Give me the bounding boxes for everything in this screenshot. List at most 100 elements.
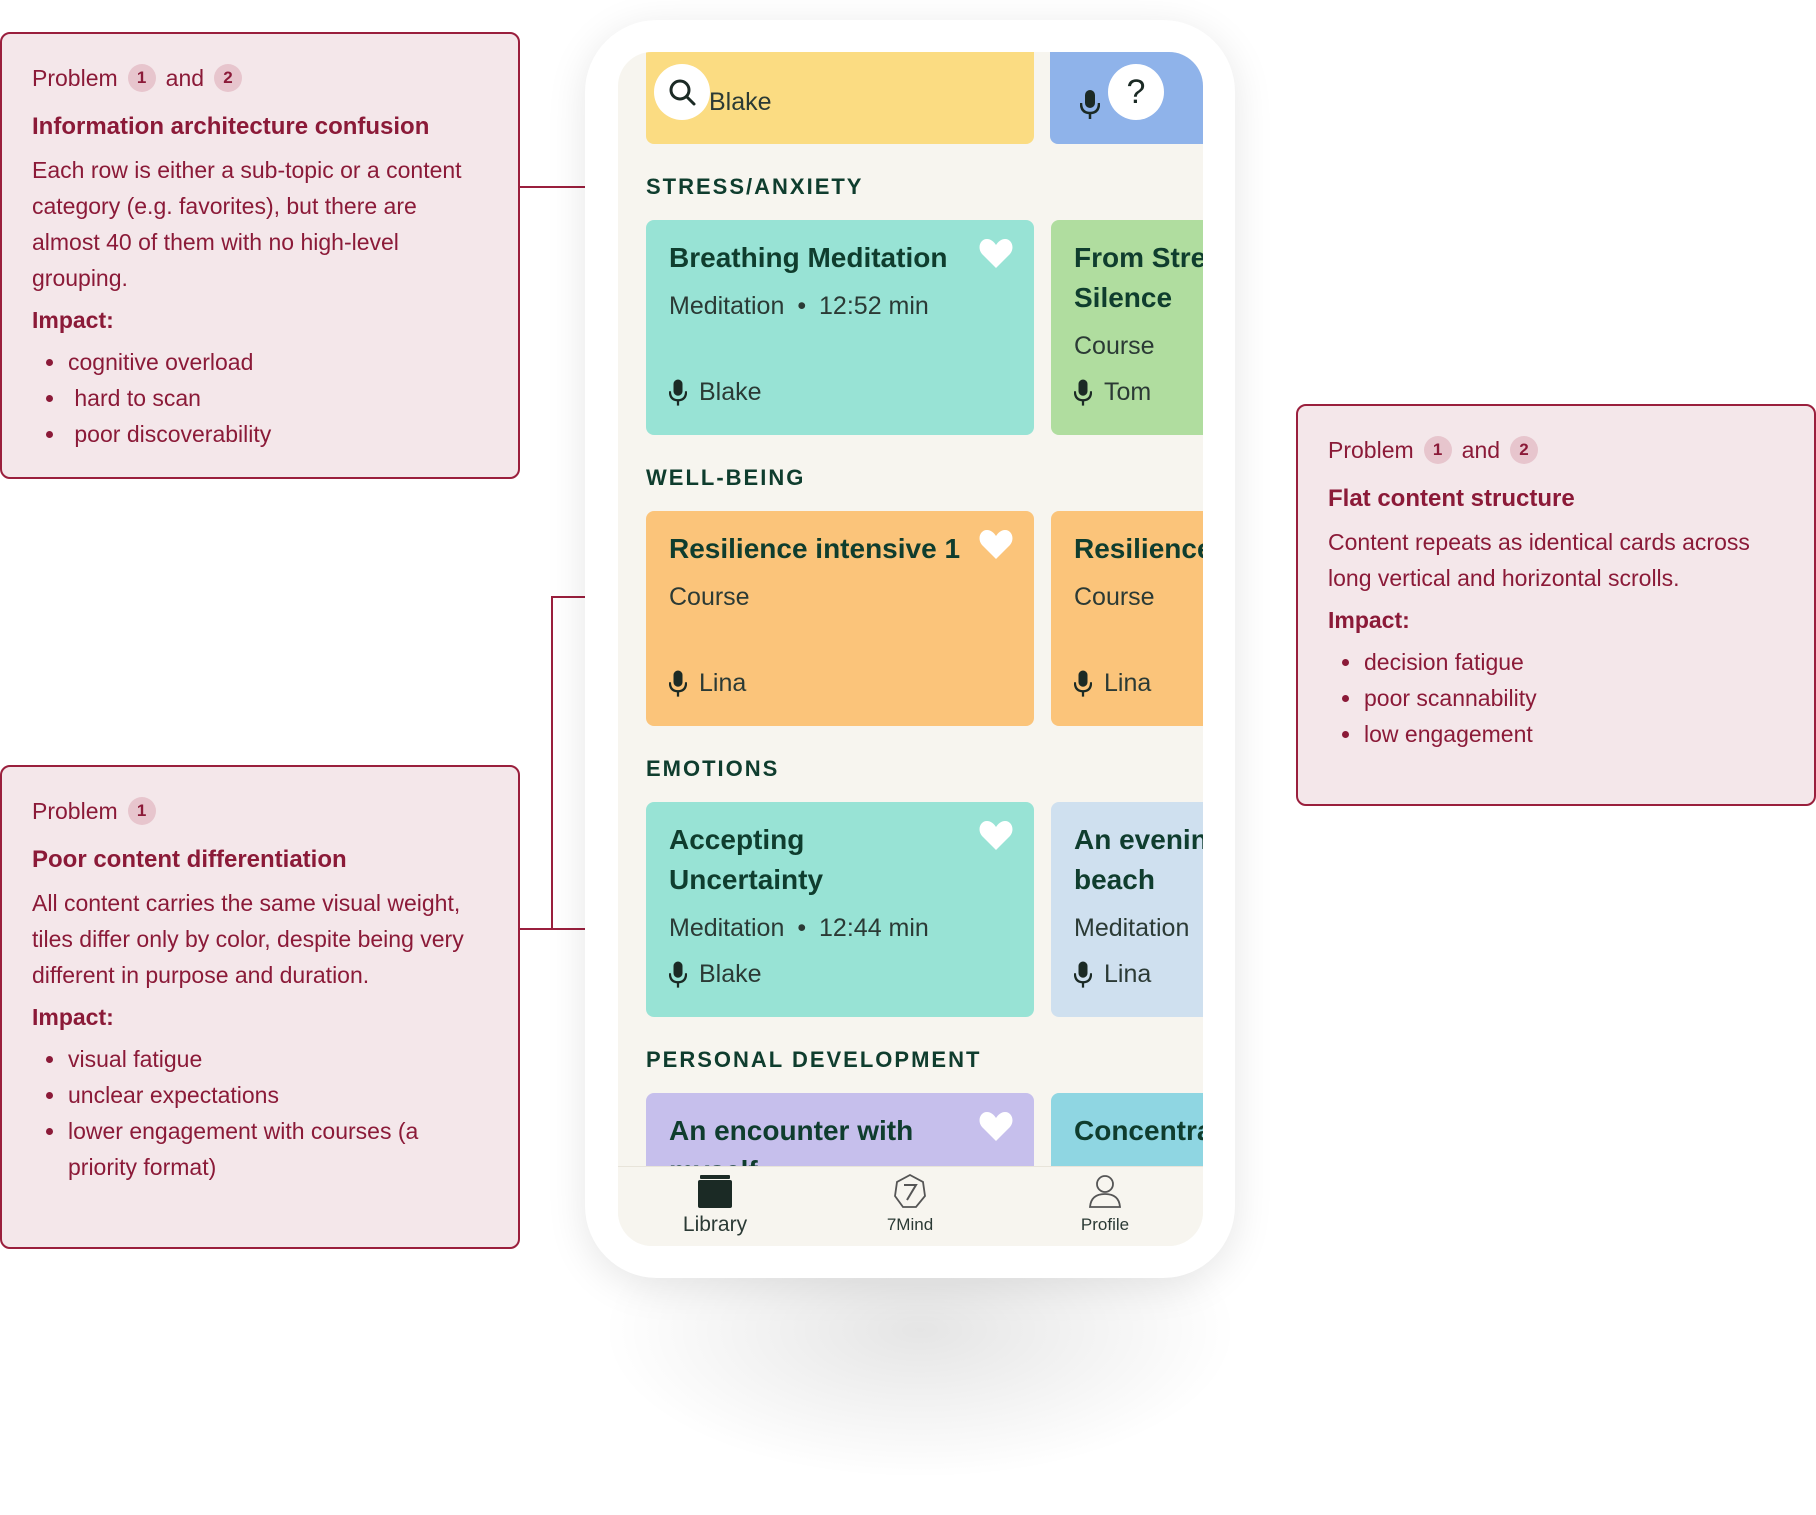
meta-separator: • <box>797 292 807 320</box>
impact-label: Impact: <box>32 1004 114 1030</box>
card-title-line: Accepting <box>669 824 805 855</box>
impact-item: low engagement <box>1328 716 1784 752</box>
tab-library[interactable]: Library <box>645 1173 785 1237</box>
problem-connector: and <box>165 65 205 91</box>
question-icon[interactable]: ? <box>1108 64 1164 120</box>
impact-item: visual fatigue <box>32 1041 488 1077</box>
problem-badge-1: 1 <box>127 797 156 825</box>
impact-item: poor scannability <box>1328 680 1784 716</box>
card-title-line: An evenin <box>1074 824 1203 855</box>
card-title-line: From Stre <box>1074 242 1203 273</box>
heart-icon[interactable] <box>978 236 1014 270</box>
author-name: Lina <box>699 669 747 697</box>
annotation-heading: Flat content structure <box>1328 485 1575 512</box>
heart-icon[interactable] <box>978 818 1014 852</box>
app-screen: Blake ? STRESS/ANXIETY Breathing Meditat… <box>618 52 1203 1246</box>
heart-icon[interactable] <box>978 1109 1014 1143</box>
library-icon <box>698 1175 732 1208</box>
problem-badge-2: 2 <box>1510 436 1539 464</box>
tab-label: Library <box>682 1213 748 1236</box>
meta-separator: • <box>797 914 807 942</box>
card-duration: 12:52 min <box>819 292 929 320</box>
card-title: Breathing Meditation <box>669 242 948 273</box>
impact-label: Impact: <box>1328 607 1410 633</box>
author-name: Lina <box>1104 669 1152 697</box>
impact-item: poor discoverability <box>32 416 488 452</box>
impact-label: Impact: <box>32 307 114 333</box>
content-card[interactable]: Resilience intensive 1 Course Lina <box>646 511 1034 726</box>
problem-connector: and <box>1461 437 1501 463</box>
impact-item: unclear expectations <box>32 1077 488 1113</box>
search-author-text: Blake <box>709 88 772 116</box>
impact-item: decision fatigue <box>1328 644 1784 680</box>
card-type: Meditation <box>669 292 785 320</box>
impact-list: cognitive overload hard to scan poor dis… <box>32 344 488 452</box>
content-card[interactable]: An encounter with myself <box>646 1093 1034 1166</box>
microphone-icon <box>1074 670 1092 697</box>
microphone-icon <box>1074 379 1092 406</box>
connector-line-diff-vertical <box>551 596 553 930</box>
problem-label: Problem <box>1328 437 1414 463</box>
impact-item: lower engagement with courses (a priorit… <box>32 1113 488 1185</box>
search-button[interactable] <box>654 64 710 120</box>
card-type: Course <box>669 583 750 611</box>
author-name: Tom <box>1104 378 1152 406</box>
card-author: Lina <box>669 669 746 698</box>
impact-item: cognitive overload <box>32 344 488 380</box>
card-title: Concentra <box>1074 1115 1203 1146</box>
content-card[interactable]: Concentra <box>1051 1093 1203 1166</box>
profile-icon <box>1089 1175 1121 1208</box>
voice-card-help[interactable]: ? <box>1050 52 1203 144</box>
tab-label: Profile <box>1080 1215 1130 1234</box>
tab-7mind[interactable]: 7Mind <box>840 1173 980 1235</box>
7mind-logo-icon <box>894 1173 926 1208</box>
connector-line-ia <box>520 186 630 188</box>
content-card[interactable]: Resilience Course Lina <box>1051 511 1203 726</box>
content-card[interactable]: An evenin beach Meditation Lina <box>1051 802 1203 1017</box>
search-icon <box>669 79 696 106</box>
problem-label: Problem <box>32 798 118 824</box>
problem-badge-2: 2 <box>214 64 243 92</box>
content-card[interactable]: Breathing Meditation Meditation • 12:52 … <box>646 220 1034 435</box>
problem-title: Problem 1 and 2 <box>32 60 488 96</box>
card-author: Tom <box>1074 378 1151 407</box>
problem-badge-1: 1 <box>127 64 156 92</box>
library-scroll[interactable]: Blake ? STRESS/ANXIETY Breathing Meditat… <box>618 52 1203 1166</box>
card-author: Blake <box>669 378 762 407</box>
microphone-icon <box>669 379 687 406</box>
section-title-stress: STRESS/ANXIETY <box>646 174 864 199</box>
card-type: Meditation <box>669 914 785 942</box>
annotation-body: Content repeats as identical cards acros… <box>1328 529 1750 591</box>
bottom-tab-bar: Library 7Mind Profile <box>618 1166 1203 1246</box>
card-title-line: Silence <box>1074 282 1173 313</box>
card-meta: Meditation • 12:52 min <box>669 292 929 321</box>
author-name: Blake <box>699 378 762 406</box>
impact-list: decision fatigue poor scannability low e… <box>1328 644 1784 752</box>
tab-label: 7Mind <box>886 1215 934 1234</box>
card-title-line: An encounter with <box>669 1115 914 1146</box>
heart-icon[interactable] <box>978 527 1014 561</box>
annotation-heading: Information architecture confusion <box>32 113 430 140</box>
impact-item: hard to scan <box>32 380 488 416</box>
problem-title: Problem 1 <box>32 793 488 829</box>
microphone-icon <box>1074 961 1092 988</box>
annotation-ia-confusion: Problem 1 and 2 Information architecture… <box>0 32 520 479</box>
annotation-flat-structure: Problem 1 and 2 Flat content structure C… <box>1296 404 1816 806</box>
tab-profile[interactable]: Profile <box>1035 1173 1175 1235</box>
annotation-heading: Poor content differentiation <box>32 846 347 873</box>
voice-card-search[interactable]: Blake <box>646 52 1034 144</box>
card-type: Meditation <box>1074 914 1190 942</box>
impact-list: visual fatigue unclear expectations lowe… <box>32 1041 488 1185</box>
section-title-personal-development: PERSONAL DEVELOPMENT <box>646 1047 982 1072</box>
card-title-line: Uncertainty <box>669 864 824 895</box>
card-author: Lina <box>1074 669 1151 698</box>
card-author: Blake <box>669 960 762 989</box>
problem-label: Problem <box>32 65 118 91</box>
problem-badge-1: 1 <box>1423 436 1452 464</box>
microphone-icon <box>669 961 687 988</box>
card-type: Course <box>1074 332 1155 360</box>
content-card[interactable]: From Stre Silence Course Tom <box>1051 220 1203 435</box>
annotation-body: All content carries the same visual weig… <box>32 890 464 988</box>
microphone-icon <box>669 670 687 697</box>
content-card[interactable]: Accepting Uncertainty Meditation • 12:44… <box>646 802 1034 1017</box>
